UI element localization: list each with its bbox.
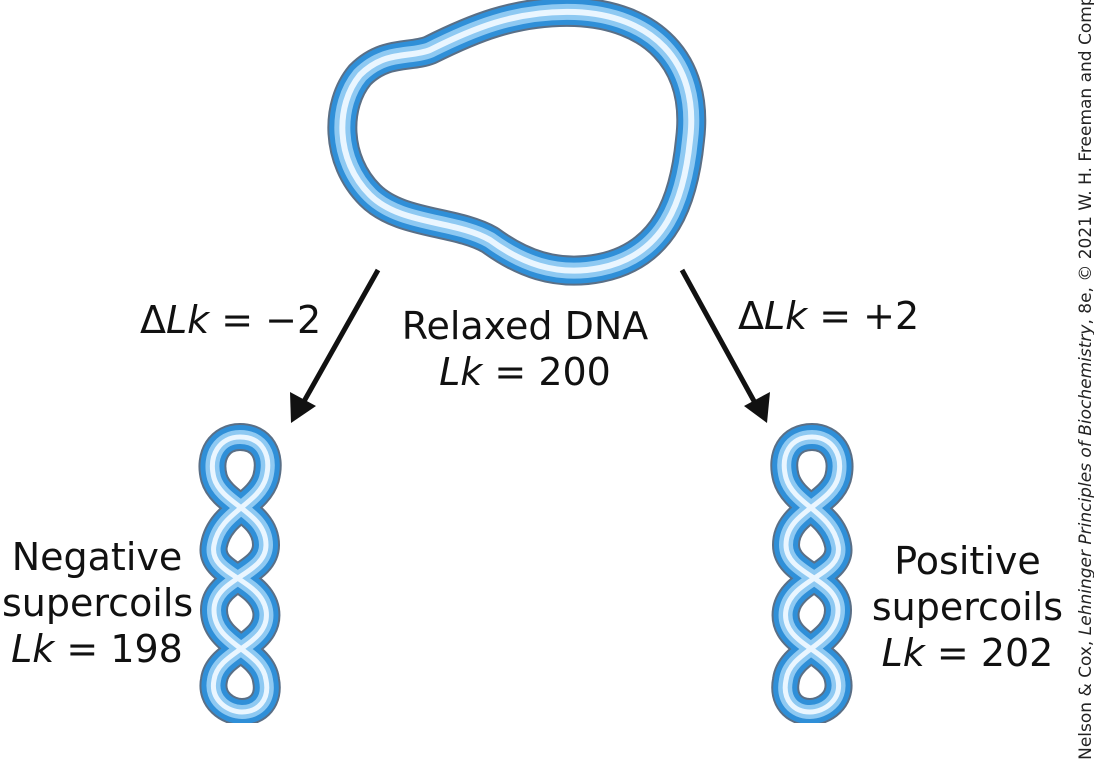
credit-book: Lehninger Principles of Biochemistry — [1076, 324, 1094, 636]
negative-line1: Negative — [11, 535, 183, 579]
arrow-head-negative — [290, 392, 316, 423]
negative-lk: Lk = 198 — [2, 626, 192, 672]
credit-authors: Nelson & Cox, — [1076, 635, 1094, 760]
lk-value: = 200 — [482, 350, 611, 394]
relaxed-dna-label: Relaxed DNA Lk = 200 — [400, 303, 650, 395]
delta-prefix: Δ — [140, 298, 166, 342]
copyright-credit: Nelson & Cox, Lehninger Principles of Bi… — [1076, 0, 1094, 760]
arrow-to-positive — [679, 268, 763, 414]
positive-supercoils-label: Positive supercoils Lk = 202 — [870, 538, 1065, 676]
positive-line1: Positive — [894, 539, 1041, 583]
delta-prefix: Δ — [738, 294, 764, 338]
negative-line2: supercoils — [2, 581, 194, 625]
arrow-to-negative — [295, 268, 381, 414]
positive-lk: Lk = 202 — [870, 630, 1065, 676]
positive-line2: supercoils — [871, 585, 1064, 629]
positive-supercoil-icon — [770, 423, 854, 723]
relaxed-dna-loop-icon — [327, 0, 707, 286]
credit-publisher: , 8e, © 2021 W. H. Freeman and Company — [1076, 0, 1094, 325]
lk-value: = 198 — [54, 627, 183, 671]
lk-symbol: Lk — [11, 627, 55, 671]
negative-supercoils-label: Negative supercoils Lk = 198 — [2, 534, 194, 672]
lk-value: = 202 — [924, 631, 1054, 675]
arrow-head-positive — [744, 392, 770, 423]
lk-symbol: Lk — [439, 350, 483, 394]
delta-value: = +2 — [807, 294, 920, 338]
relaxed-lk: Lk = 200 — [400, 349, 650, 395]
delta-symbol: Lk — [166, 298, 210, 342]
delta-value: = −2 — [209, 298, 322, 342]
lk-symbol: Lk — [881, 631, 925, 675]
negative-supercoil-icon — [198, 423, 282, 723]
relaxed-name: Relaxed DNA — [401, 304, 649, 348]
delta-symbol: Lk — [764, 294, 808, 338]
delta-lk-negative-label: ΔLk = −2 — [140, 297, 321, 343]
dna-supercoiling-diagram — [198, 0, 854, 723]
delta-lk-positive-label: ΔLk = +2 — [738, 293, 919, 339]
